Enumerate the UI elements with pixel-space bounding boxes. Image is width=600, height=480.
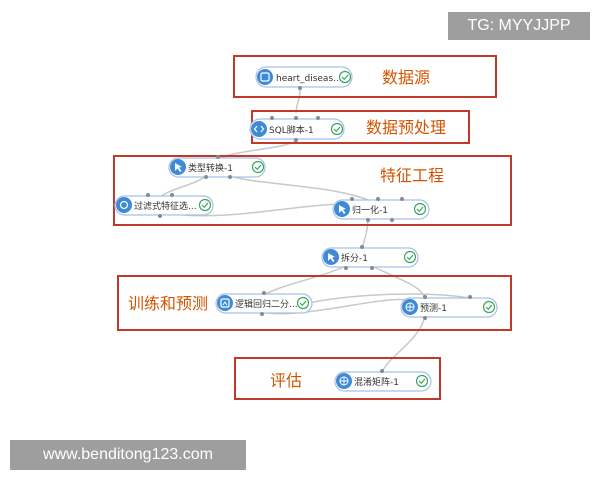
input-port[interactable] bbox=[316, 116, 320, 120]
output-port[interactable] bbox=[204, 175, 208, 179]
node-label: 归一化-1 bbox=[352, 204, 388, 216]
output-port[interactable] bbox=[228, 175, 232, 179]
connector-source-to-sql bbox=[295, 89, 301, 114]
check-icon bbox=[296, 296, 310, 310]
node-label: heart_diseas... bbox=[276, 74, 342, 84]
connector-type-to-normalize bbox=[229, 175, 369, 201]
connector-logistic-path-extra bbox=[299, 293, 471, 306]
node-confusion-matrix[interactable]: 混淆矩阵-1 bbox=[334, 369, 432, 392]
output-port[interactable] bbox=[423, 316, 427, 320]
output-port[interactable] bbox=[294, 138, 298, 142]
stage-box-evaluation bbox=[234, 357, 441, 400]
check-icon bbox=[251, 160, 265, 174]
input-port[interactable] bbox=[294, 116, 298, 120]
node-body bbox=[332, 199, 430, 220]
node-body bbox=[114, 195, 214, 216]
node-body bbox=[255, 66, 353, 88]
node-label: 拆分-1 bbox=[341, 252, 368, 264]
output-port[interactable] bbox=[344, 266, 348, 270]
input-port[interactable] bbox=[376, 197, 380, 201]
stage-label-preprocessing: 数据预处理 bbox=[366, 118, 446, 137]
output-port[interactable] bbox=[260, 312, 264, 316]
check-icon bbox=[330, 122, 344, 136]
node-label: 类型转换-1 bbox=[188, 162, 233, 174]
node-type-convert[interactable]: 类型转换-1 bbox=[168, 155, 266, 179]
input-port[interactable] bbox=[216, 155, 220, 159]
stage-boxes bbox=[113, 55, 512, 400]
node-sql-script[interactable]: SQL脚本-1 bbox=[249, 116, 345, 142]
check-icon bbox=[403, 250, 417, 264]
node-label: 逻辑回归二分... bbox=[235, 298, 298, 310]
input-port[interactable] bbox=[146, 193, 150, 197]
output-port[interactable] bbox=[370, 266, 374, 270]
node-label: 混淆矩阵-1 bbox=[354, 376, 399, 388]
output-port[interactable] bbox=[158, 214, 162, 218]
stage-label-feature-engineering: 特征工程 bbox=[380, 166, 444, 185]
node-body bbox=[321, 247, 419, 268]
code-icon bbox=[251, 121, 267, 137]
input-port[interactable] bbox=[423, 295, 427, 299]
check-icon bbox=[413, 202, 427, 216]
stage-label-data-source: 数据源 bbox=[382, 68, 430, 87]
filter-icon bbox=[116, 197, 132, 213]
node-label: 预测-1 bbox=[420, 303, 447, 314]
connector-split-to-logistic bbox=[263, 265, 347, 296]
node-body bbox=[400, 297, 498, 318]
stage-label-evaluation: 评估 bbox=[270, 371, 302, 390]
connector-type-to-filter bbox=[159, 175, 207, 199]
node-heart-disease[interactable]: heart_diseas... bbox=[255, 66, 353, 90]
database-icon bbox=[257, 69, 273, 85]
input-port[interactable] bbox=[350, 197, 354, 201]
output-port[interactable] bbox=[298, 86, 302, 90]
check-icon bbox=[198, 198, 212, 212]
input-port[interactable] bbox=[170, 193, 174, 197]
input-port[interactable] bbox=[468, 295, 472, 299]
check-icon bbox=[482, 300, 496, 314]
node-label: SQL脚本-1 bbox=[269, 124, 314, 136]
stage-labels: 数据源 数据预处理 特征工程 训练和预测 评估 bbox=[128, 68, 446, 390]
model-icon bbox=[217, 295, 233, 311]
connector-predict-to-confusion bbox=[381, 315, 426, 373]
node-filter-feature[interactable]: 过滤式特征选... bbox=[114, 193, 214, 218]
output-port[interactable] bbox=[366, 218, 370, 222]
stage-box-data-source bbox=[233, 55, 497, 98]
node-split[interactable]: 拆分-1 bbox=[321, 245, 419, 270]
node-logistic-regression[interactable]: 逻辑回归二分... bbox=[215, 291, 313, 316]
input-port[interactable] bbox=[262, 291, 266, 295]
input-port[interactable] bbox=[400, 197, 404, 201]
input-port[interactable] bbox=[360, 245, 364, 249]
stage-box-train-predict bbox=[117, 275, 512, 331]
watermark-bottom: www.benditong123.com bbox=[10, 440, 246, 470]
input-port[interactable] bbox=[380, 369, 384, 373]
connector-split-to-predict bbox=[371, 265, 426, 299]
stage-label-train-predict: 训练和预测 bbox=[128, 294, 208, 313]
check-icon bbox=[415, 374, 429, 388]
output-port[interactable] bbox=[390, 218, 394, 222]
watermark-top: TG: MYYJJPP bbox=[448, 12, 590, 40]
input-port[interactable] bbox=[270, 116, 274, 120]
connector-normalize-to-split bbox=[361, 217, 369, 250]
check-icon bbox=[338, 70, 352, 84]
node-predict[interactable]: 预测-1 bbox=[400, 295, 498, 320]
node-normalize[interactable]: 归一化-1 bbox=[332, 197, 430, 222]
node-label: 过滤式特征选... bbox=[134, 200, 197, 212]
stage-box-feature-engineering bbox=[113, 155, 512, 226]
